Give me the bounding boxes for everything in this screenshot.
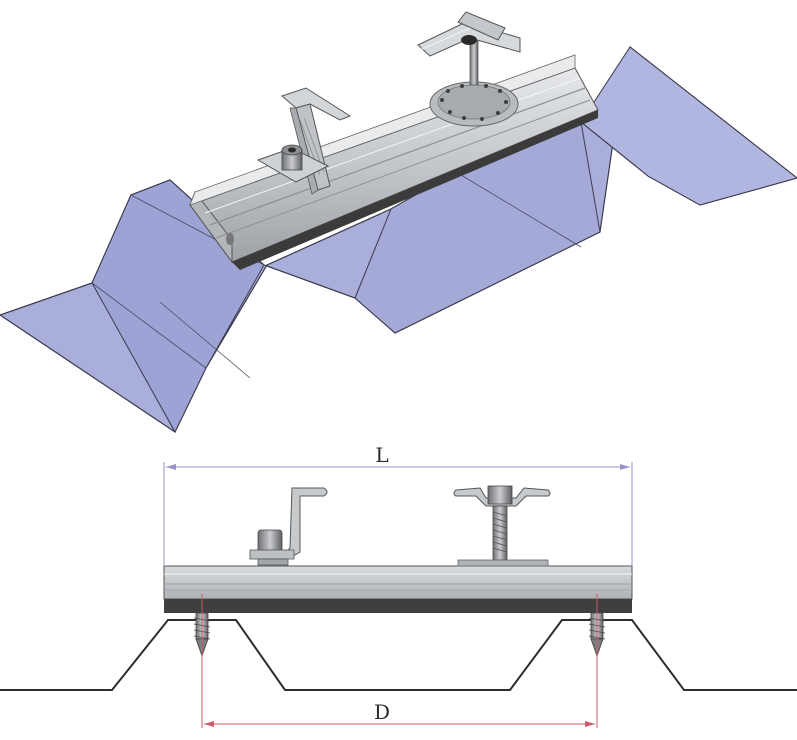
mid-clamp-side-icon bbox=[453, 485, 551, 567]
side-view: L D bbox=[0, 443, 797, 728]
roof-profile-line bbox=[0, 619, 797, 691]
end-clamp-side-icon bbox=[249, 487, 328, 566]
mid-clamp-icon bbox=[417, 11, 521, 86]
roof-sheet bbox=[0, 45, 797, 434]
dimension-d: D bbox=[201, 594, 598, 728]
roof-rib-right bbox=[580, 46, 797, 206]
dimension-l: L bbox=[163, 443, 633, 566]
epdm-washer-icon bbox=[429, 81, 519, 127]
rail-side bbox=[163, 565, 633, 613]
dimension-l-label: L bbox=[375, 443, 388, 467]
isometric-view bbox=[0, 11, 797, 434]
dimension-d-label: D bbox=[374, 700, 390, 724]
hex-bolt-icon bbox=[256, 144, 330, 183]
